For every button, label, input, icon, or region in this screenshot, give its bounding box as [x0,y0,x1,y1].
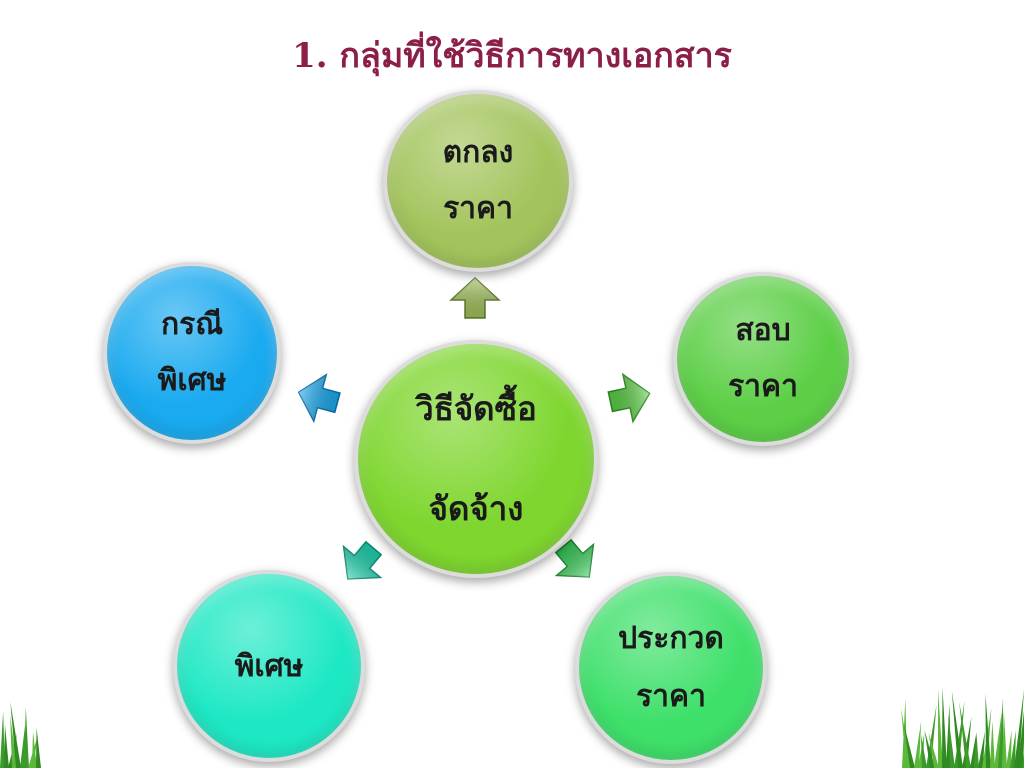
grass-right-icon [901,687,1024,768]
grass-left-icon [0,702,41,768]
